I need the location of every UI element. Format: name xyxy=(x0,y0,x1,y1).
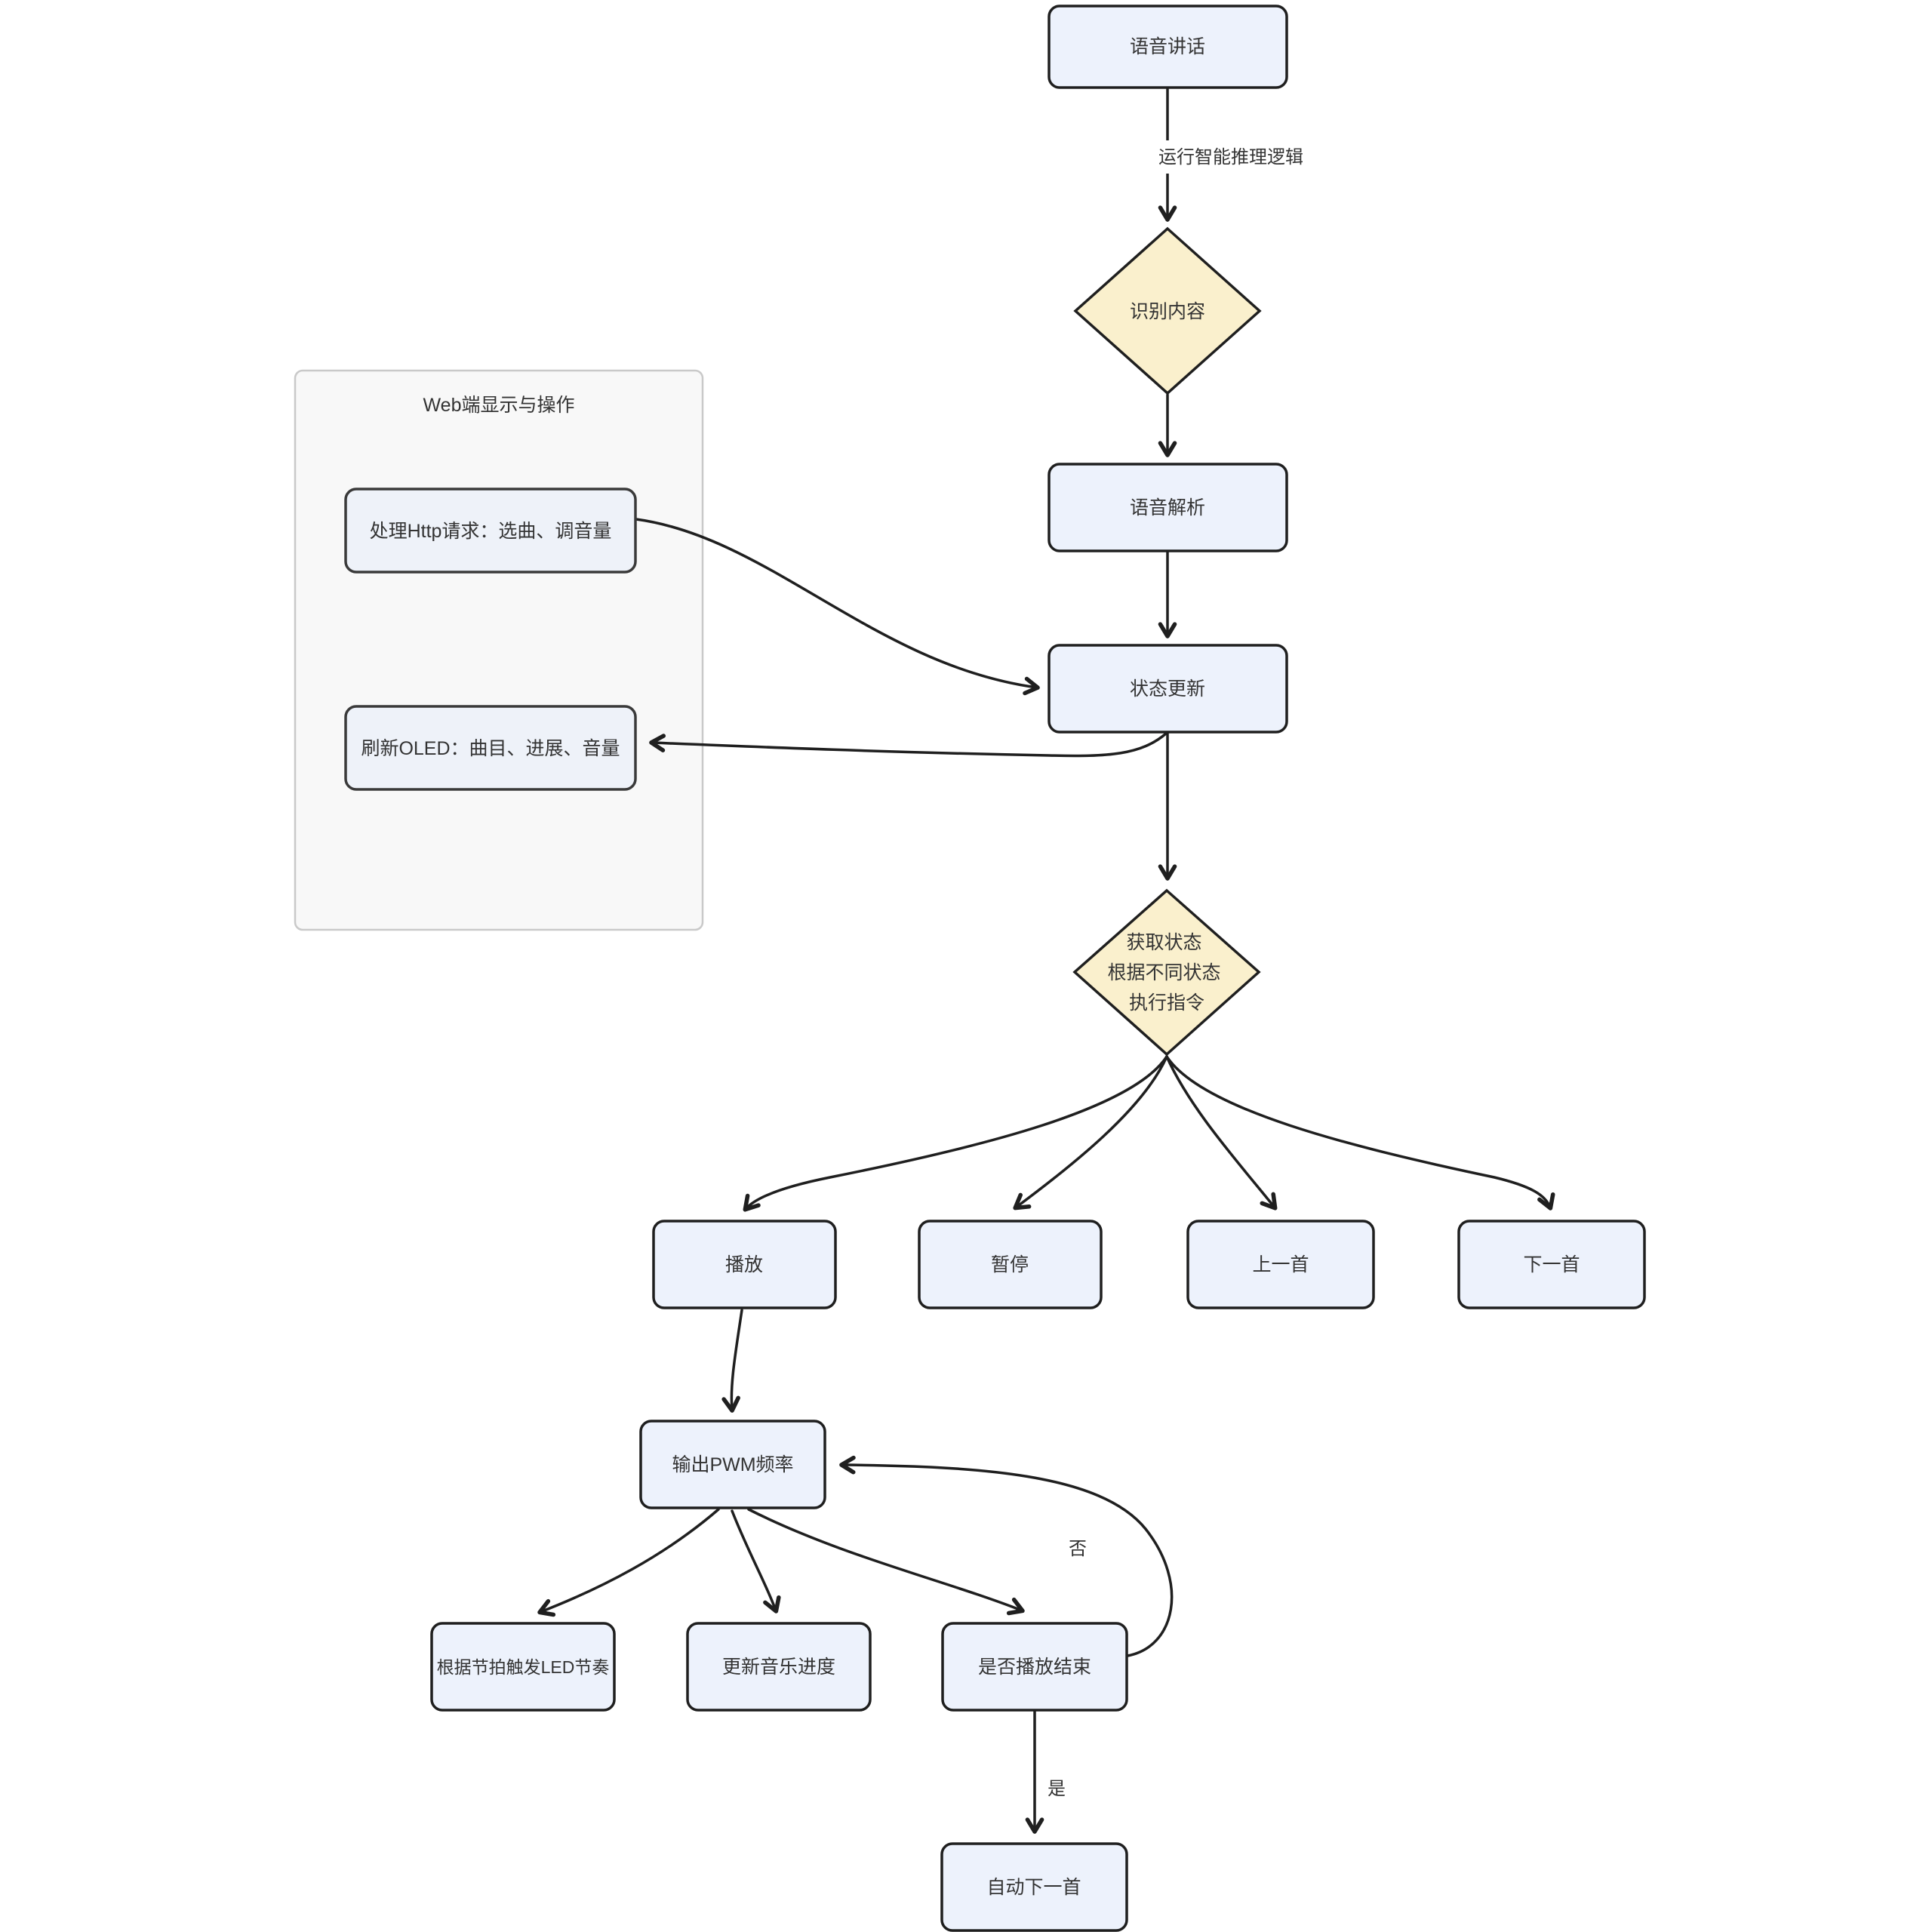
nodes: 语音讲话 识别内容 语音解析 状态更新 处理Http请求：选曲、调音量 刷新OL… xyxy=(344,5,1646,1932)
node-get-status-line1: 获取状态 xyxy=(1127,932,1202,953)
node-refresh-oled: 刷新OLED：曲目、进展、音量 xyxy=(344,705,637,791)
node-play-box xyxy=(652,1220,837,1309)
node-recognize-shape xyxy=(1073,226,1262,395)
node-next: 下一首 xyxy=(1457,1220,1646,1309)
node-recognize-label: 识别内容 xyxy=(1130,301,1205,322)
node-voice-talk-label: 语音讲话 xyxy=(1130,36,1205,57)
node-progress: 更新音乐进度 xyxy=(686,1622,872,1712)
node-get-status-label: 获取状态 根据不同状态 执行指令 xyxy=(1108,932,1226,1014)
node-voice-parse: 语音解析 xyxy=(1048,463,1288,552)
node-recognize: 识别内容 xyxy=(1073,226,1262,395)
edge-get-status-to-pause xyxy=(1013,1055,1168,1211)
node-next-label: 下一首 xyxy=(1523,1254,1580,1275)
node-next-box xyxy=(1457,1220,1646,1309)
node-auto-next-label: 自动下一首 xyxy=(986,1877,1081,1898)
edge-label-run-inference-bg xyxy=(1161,140,1301,174)
edge-pwm-to-led xyxy=(537,1508,720,1617)
container-web-display: Web端显示与操作 xyxy=(294,369,704,931)
edges xyxy=(537,88,1555,1834)
node-check-end: 是否播放结束 xyxy=(941,1622,1128,1712)
edge-pwm-to-progress xyxy=(731,1509,781,1614)
node-play: 播放 xyxy=(652,1220,837,1309)
node-pause: 暂停 xyxy=(918,1220,1103,1309)
node-prev-label: 上一首 xyxy=(1252,1254,1309,1275)
node-voice-talk-box xyxy=(1048,5,1288,89)
edge-pwm-to-check-end xyxy=(747,1508,1025,1616)
node-http-request: 处理Http请求：选曲、调音量 xyxy=(344,488,637,574)
node-get-status-line2: 根据不同状态 xyxy=(1108,962,1221,983)
node-auto-next-box xyxy=(940,1842,1128,1932)
node-prev-box xyxy=(1186,1220,1375,1309)
node-refresh-oled-box xyxy=(344,705,637,791)
edge-label-yes: 是 xyxy=(1048,1779,1066,1799)
node-refresh-oled-label: 刷新OLED：曲目、进展、音量 xyxy=(361,738,620,759)
node-prev: 上一首 xyxy=(1186,1220,1375,1309)
node-check-end-label: 是否播放结束 xyxy=(978,1657,1091,1678)
container-web-display-box xyxy=(294,369,704,931)
node-http-request-label: 处理Http请求：选曲、调音量 xyxy=(370,521,612,542)
node-voice-parse-label: 语音解析 xyxy=(1130,497,1205,518)
node-voice-parse-box xyxy=(1048,463,1288,552)
node-voice-talk: 语音讲话 xyxy=(1048,5,1288,89)
edge-http-to-status xyxy=(635,518,1040,696)
node-status-update-label: 状态更新 xyxy=(1130,678,1205,700)
edge-label-run-inference: 运行智能推理逻辑 xyxy=(1158,147,1303,168)
node-http-request-box xyxy=(344,488,637,574)
node-led: 根据节拍触发LED节奏 xyxy=(430,1622,616,1712)
node-get-status-line3: 执行指令 xyxy=(1129,992,1204,1014)
node-progress-box xyxy=(686,1622,872,1712)
node-get-status: 获取状态 根据不同状态 执行指令 xyxy=(1072,888,1261,1057)
node-status-update: 状态更新 xyxy=(1048,644,1288,734)
node-pwm: 输出PWM频率 xyxy=(639,1420,826,1509)
node-status-update-box xyxy=(1048,644,1288,734)
edge-get-status-to-next xyxy=(1165,1055,1555,1211)
container-web-display-title: Web端显示与操作 xyxy=(423,395,575,416)
edge-check-end-no-to-pwm xyxy=(839,1455,1174,1657)
node-check-end-box xyxy=(941,1622,1128,1712)
node-pwm-box xyxy=(639,1420,826,1509)
edge-labels: 运行智能推理逻辑 否 是 xyxy=(1048,140,1303,1799)
node-pause-box xyxy=(918,1220,1103,1309)
node-led-label: 根据节拍触发LED节奏 xyxy=(437,1657,610,1677)
edge-get-status-to-prev xyxy=(1165,1055,1278,1211)
node-led-box xyxy=(430,1622,616,1712)
edge-status-to-oled xyxy=(649,732,1168,758)
edge-label-no: 否 xyxy=(1069,1539,1087,1559)
edge-play-to-pwm xyxy=(721,1309,743,1413)
node-auto-next: 自动下一首 xyxy=(940,1842,1128,1932)
node-progress-label: 更新音乐进度 xyxy=(722,1657,835,1678)
node-pause-label: 暂停 xyxy=(991,1254,1029,1275)
node-pwm-label: 输出PWM频率 xyxy=(672,1454,793,1475)
node-play-label: 播放 xyxy=(725,1254,763,1275)
node-get-status-shape xyxy=(1072,888,1261,1057)
edge-get-status-to-play xyxy=(743,1055,1168,1212)
